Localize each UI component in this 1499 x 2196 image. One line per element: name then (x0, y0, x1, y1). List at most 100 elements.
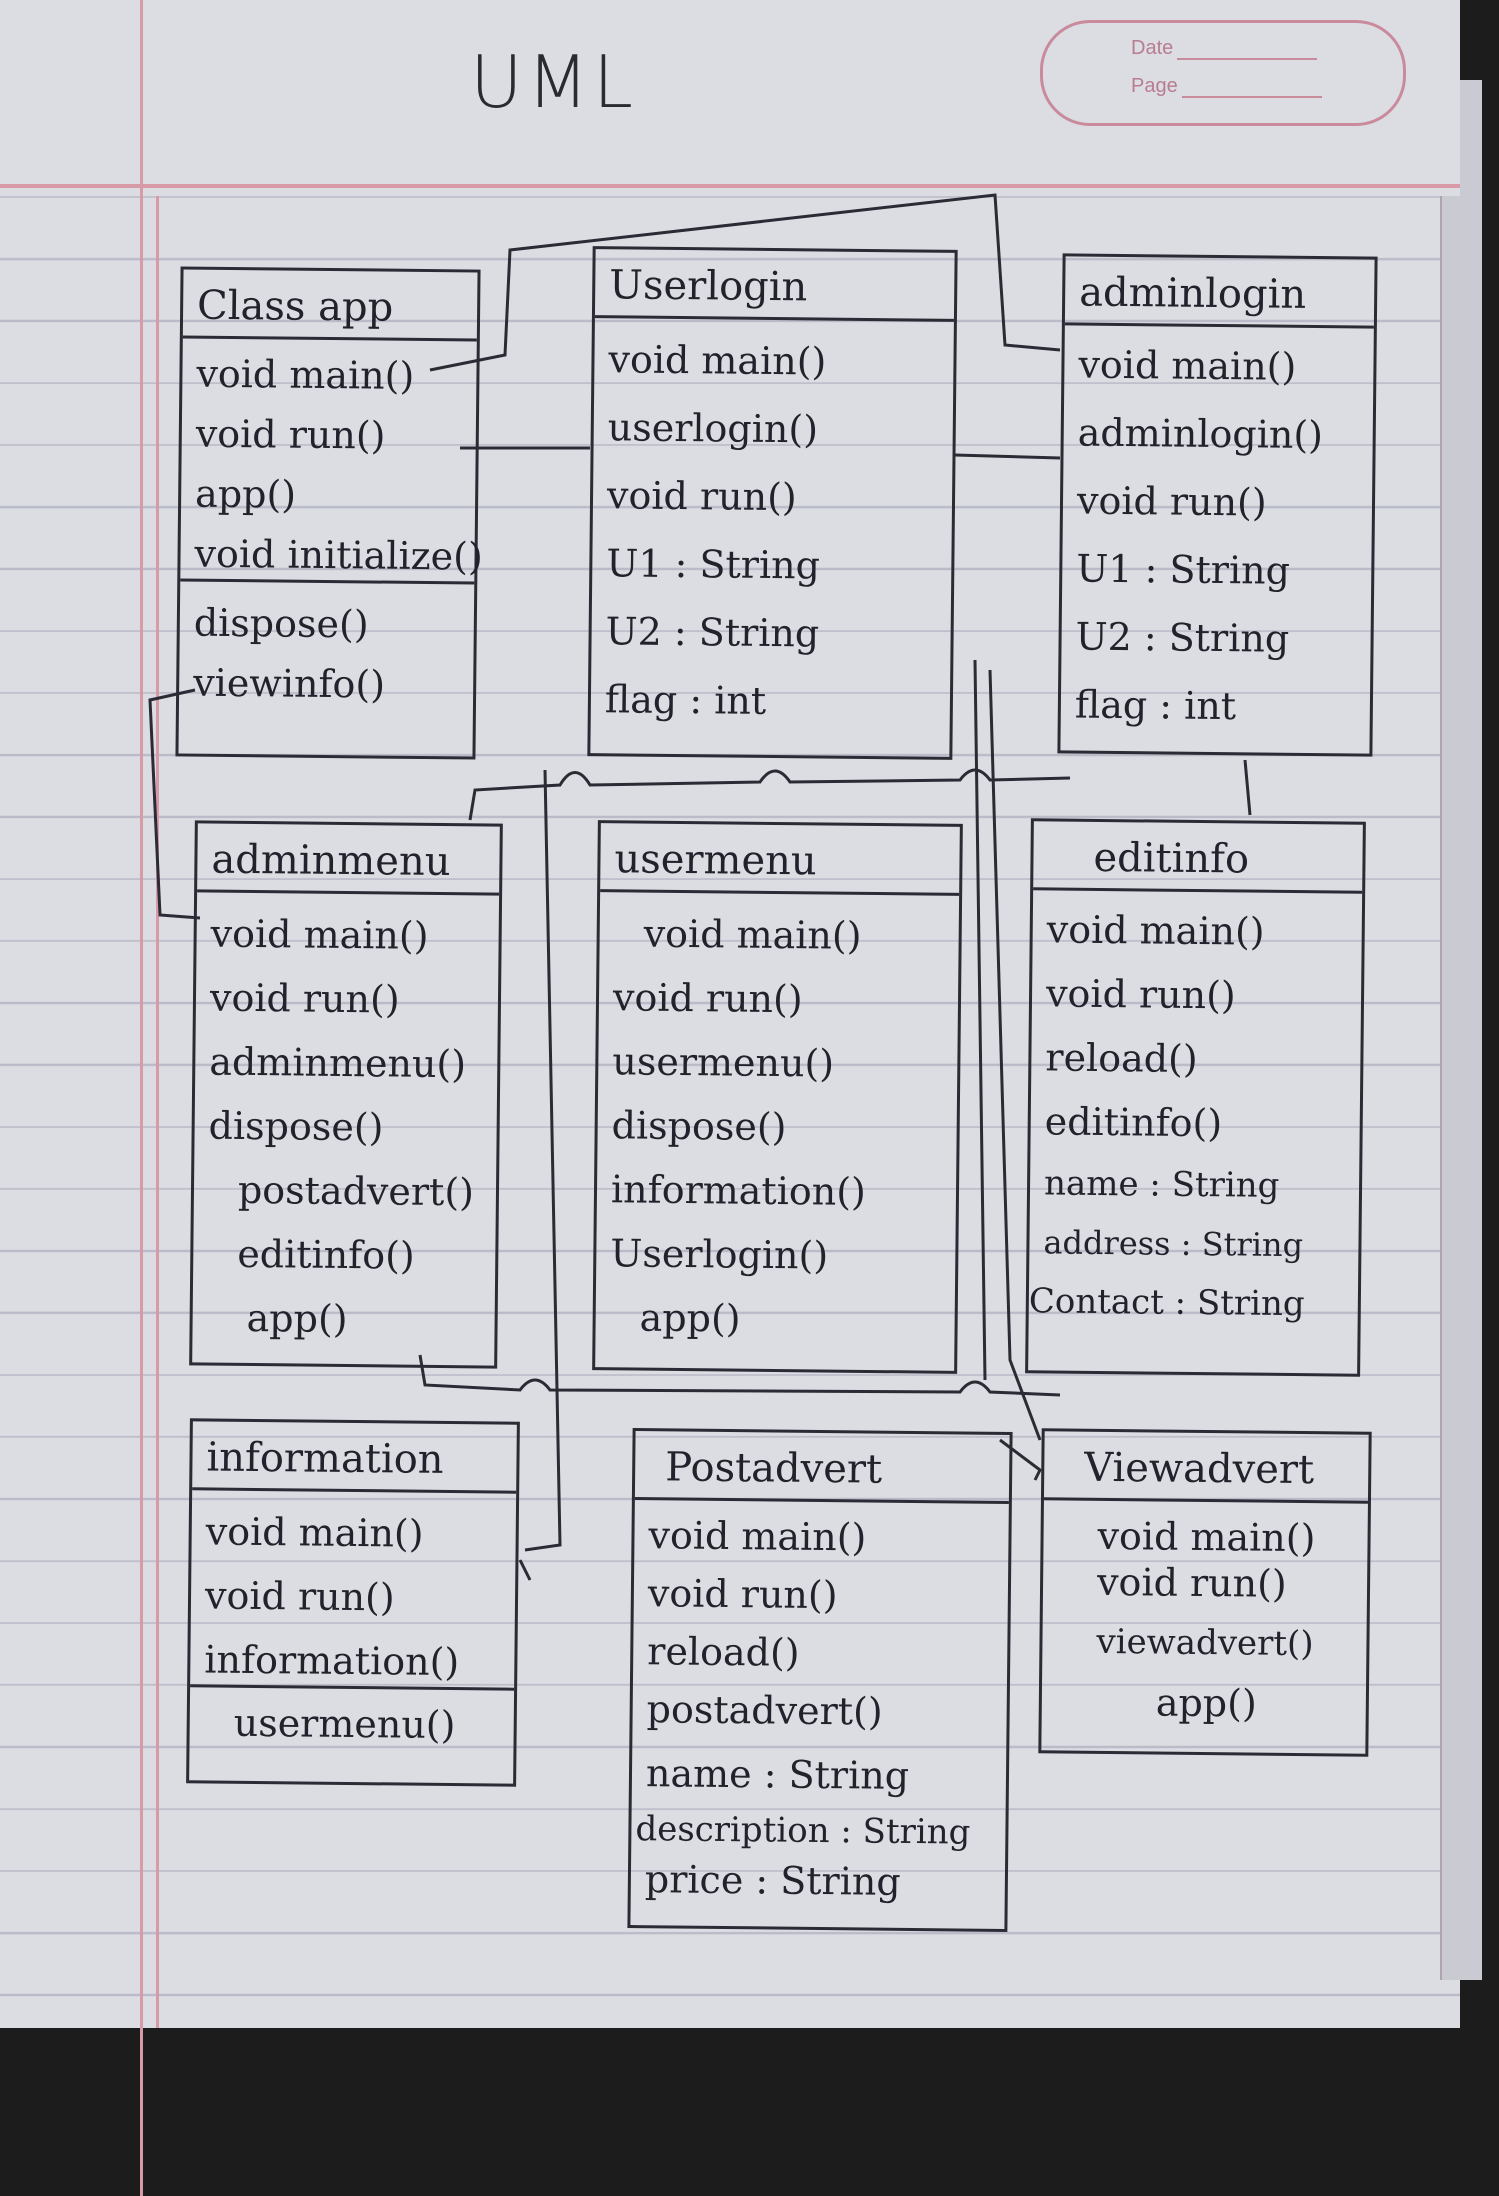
class-member: flag : int (604, 677, 767, 723)
class-member: usermenu() (233, 1700, 456, 1748)
class-member: editinfo() (1044, 1099, 1223, 1146)
class-member: information() (190, 1637, 515, 1691)
class-member: void main() (1097, 1513, 1316, 1561)
class-member: void main() (205, 1509, 424, 1556)
class-members: void main() adminlogin() void run() U1 :… (1061, 325, 1374, 730)
class-member: dispose() (193, 600, 369, 647)
class-member: dispose() (611, 1103, 787, 1150)
class-box-viewadvert: Viewadvert void main() void run() viewad… (1038, 1428, 1372, 1757)
class-name: usermenu (600, 823, 960, 896)
class-box-editinfo: editinfo void main() void run() reload()… (1025, 818, 1366, 1377)
connector-vertical-2 (973, 659, 987, 1381)
class-member: Contact : String (1028, 1281, 1305, 1325)
class-member: adminlogin() (1077, 410, 1324, 458)
class-member: editinfo() (237, 1231, 416, 1278)
connector-vertical-1 (524, 769, 562, 1552)
class-member: void main() (210, 911, 429, 958)
class-members: void main() void run() adminmenu() dispo… (192, 892, 499, 1343)
class-name: Postadvert (634, 1431, 1010, 1504)
class-members: void main() void run() usermenu() dispos… (595, 892, 959, 1344)
class-member: adminmenu() (209, 1039, 467, 1087)
class-member: price : String (644, 1857, 901, 1904)
class-member: void main() (608, 337, 827, 384)
class-name: information (192, 1421, 517, 1494)
connector-lines (148, 193, 1252, 1581)
class-member: app() (246, 1295, 348, 1342)
class-member: void main() (196, 351, 415, 398)
class-members: void main() void run() information() use… (189, 1490, 516, 1748)
class-member: reload() (647, 1629, 800, 1675)
connector-information-usermenu (518, 1559, 532, 1581)
class-member: description : String (635, 1809, 971, 1853)
date-line: Date (1131, 37, 1318, 60)
class-member: void initialize() (180, 532, 483, 585)
class-member: void main() (1078, 342, 1297, 389)
class-box-postadvert: Postadvert void main() void run() reload… (627, 1428, 1013, 1932)
date-page-box: Date Page (1040, 20, 1406, 126)
page-line: Page (1131, 75, 1322, 98)
class-member: userlogin() (607, 405, 819, 452)
class-member: postadvert() (237, 1167, 475, 1215)
class-member: address : String (1043, 1223, 1304, 1265)
class-member: app() (639, 1295, 741, 1341)
class-member: void run() (1045, 971, 1236, 1018)
notebook-page (0, 0, 1460, 2028)
class-member: U2 : String (605, 609, 820, 656)
connector-app-adminmenu (148, 688, 201, 920)
class-members: void main() void run() app() void initia… (179, 338, 483, 708)
class-member: void run() (647, 1571, 838, 1618)
class-member: void run() (612, 975, 803, 1022)
class-member: void run() (195, 411, 386, 458)
next-page-edge (1440, 80, 1482, 1980)
class-box-userlogin: Userlogin void main() userlogin() void r… (587, 246, 958, 760)
class-member: Userlogin() (610, 1231, 829, 1278)
connector-vertical-3 (988, 669, 1042, 1441)
class-member: postadvert() (646, 1687, 883, 1734)
class-member: app() (194, 471, 297, 517)
class-member: U1 : String (606, 541, 821, 588)
class-member: dispose() (208, 1103, 384, 1150)
connector-bus-bottom (418, 1354, 1061, 1397)
class-member: flag : int (1074, 682, 1237, 729)
class-member: void main() (643, 911, 862, 958)
class-member: void run() (209, 975, 400, 1022)
class-members: void main() userlogin() void run() U1 : … (591, 318, 954, 726)
class-member: void run() (1076, 478, 1267, 525)
class-name: adminmenu (197, 823, 500, 896)
class-member: name : String (1043, 1163, 1280, 1206)
class-member: app() (1155, 1680, 1258, 1726)
class-name: Viewadvert (1043, 1431, 1369, 1504)
class-member: U2 : String (1075, 614, 1290, 661)
class-member: void run() (1096, 1559, 1287, 1606)
connector-app-userlogin-top (429, 193, 1061, 372)
class-member: U1 : String (1076, 546, 1291, 593)
page-header-band (0, 0, 1460, 2196)
connector-userlogin-adminlogin (954, 453, 1061, 460)
class-box-adminlogin: adminlogin void main() adminlogin() void… (1057, 253, 1378, 757)
class-member: usermenu() (612, 1039, 835, 1086)
class-box-app: Class app void main() void run() app() v… (175, 266, 483, 760)
connector-postadvert-viewadvert (999, 1438, 1042, 1481)
class-member: viewadvert() (1096, 1621, 1314, 1665)
connector-bus-top (468, 768, 1071, 821)
class-box-usermenu: usermenu void main() void run() usermenu… (592, 820, 963, 1374)
class-name: adminlogin (1064, 256, 1375, 329)
date-label: Date (1131, 37, 1174, 59)
page-number-label: Page (1131, 75, 1178, 97)
class-member: reload() (1045, 1035, 1198, 1082)
class-member: void run() (204, 1573, 395, 1620)
connector-adminlogin-editinfo (1243, 759, 1252, 816)
class-name: Class app (182, 269, 478, 342)
class-name: editinfo (1033, 821, 1363, 894)
class-member: viewinfo() (192, 660, 386, 707)
class-member: void main() (1046, 907, 1265, 954)
class-members: void main() void run() viewadvert() app(… (1042, 1500, 1368, 1727)
class-member: void main() (648, 1513, 867, 1560)
class-member: name : String (645, 1751, 910, 1798)
page-title: UML (470, 40, 637, 124)
class-box-adminmenu: adminmenu void main() void run() adminme… (189, 820, 503, 1369)
class-member: void run() (606, 473, 797, 520)
class-name: Userlogin (594, 249, 955, 322)
class-box-information: information void main() void run() infor… (186, 1418, 520, 1787)
class-member: information() (610, 1167, 867, 1214)
